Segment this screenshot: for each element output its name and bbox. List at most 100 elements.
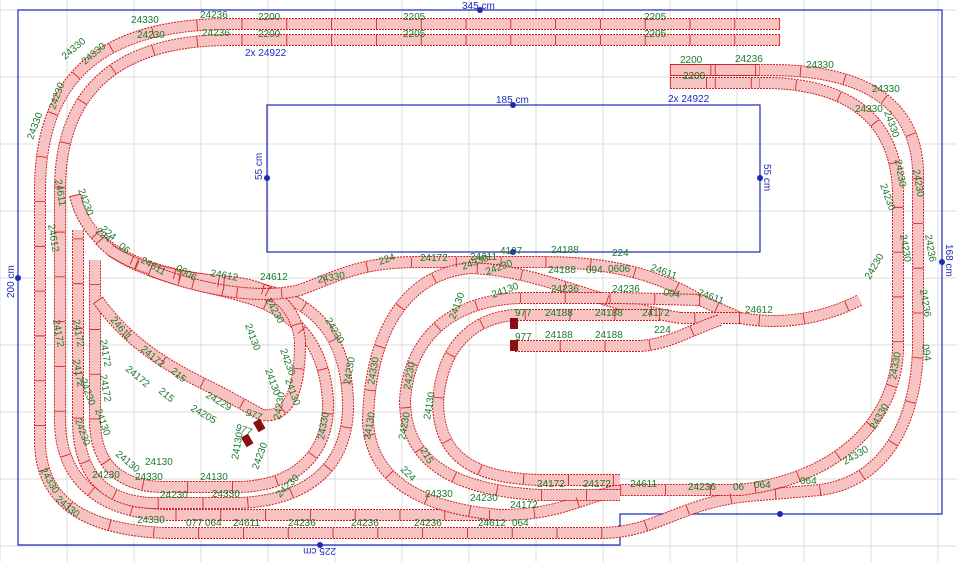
part-label-bottom[interactable]: 24230 (160, 490, 188, 501)
part-label-center_right[interactable]: 24130 (362, 411, 378, 441)
part-label-bottom[interactable]: 24612 (478, 518, 506, 529)
part-label-center_right[interactable]: 24230 (397, 411, 413, 441)
track-layer[interactable] (34, 18, 924, 539)
part-label-bottom[interactable]: 24236 (351, 518, 379, 529)
part-label-right[interactable]: 24230 (897, 234, 913, 264)
part-label-center_right[interactable]: 24188 (595, 330, 623, 341)
part-label-bottom[interactable]: 24230 (92, 470, 120, 481)
part-label-bottom[interactable]: 24611 (233, 518, 261, 529)
part-label-bottom[interactable]: 24130 (145, 457, 173, 468)
part-label-bottom[interactable]: 24172 (510, 500, 538, 511)
part-label-center_left[interactable]: 24230 (342, 356, 358, 386)
part-label-left[interactable]: 24172 (97, 339, 113, 369)
part-label-center_left[interactable]: 215 (156, 386, 176, 405)
part-label-bottom[interactable]: 06 (733, 482, 745, 493)
part-label-center_left[interactable]: 24612 (209, 268, 239, 284)
part-label-center_right[interactable]: 224 (654, 325, 671, 336)
part-label-top_right[interactable]: 24330 (872, 84, 900, 95)
part-label-center_right[interactable]: 24330 (366, 356, 382, 386)
part-label-center_left[interactable]: 24230 (250, 441, 270, 471)
part-label-bottom[interactable]: 064 (512, 518, 529, 529)
part-label-center_left[interactable]: 24205 (189, 403, 219, 427)
part-label-top[interactable]: 24230 (137, 30, 165, 41)
handle-bottom[interactable] (317, 542, 323, 548)
part-label-left[interactable]: 24172 (70, 359, 86, 389)
handle-inner-bottom[interactable] (510, 249, 516, 255)
part-label-bottom[interactable]: 24236 (288, 518, 316, 529)
part-label-center_right[interactable]: 24188 (551, 245, 579, 256)
track-crossover[interactable] (148, 257, 863, 326)
part-label-right[interactable]: 24236 (922, 234, 938, 264)
track-inner-right-loop-c[interactable] (432, 310, 660, 485)
part-label-center_right[interactable]: 094 (662, 287, 681, 301)
part-label-bottom[interactable]: 064 (800, 476, 817, 487)
part-label-left[interactable]: 24330 (37, 466, 61, 496)
part-label-center_right[interactable]: 24130 (422, 391, 438, 421)
part-label-top[interactable]: 2200 (258, 12, 281, 23)
part-label-center_right[interactable]: 224 (612, 248, 629, 259)
part-label-bottom[interactable]: 064 (205, 518, 222, 529)
part-label-bottom[interactable]: 24172 (537, 479, 565, 490)
part-label-center_right[interactable]: 24611 (470, 252, 498, 263)
part-label-right[interactable]: 24236 (917, 289, 933, 319)
part-label-center_right[interactable]: 24188 (548, 265, 576, 276)
part-label-bottom[interactable]: 24611 (630, 479, 658, 490)
part-label-center_right[interactable]: 24188 (545, 330, 573, 341)
part-label-right[interactable]: 24230 (910, 169, 926, 199)
part-label-center_right[interactable]: 977 (515, 308, 532, 319)
part-label-bottom[interactable]: 24236 (688, 482, 716, 493)
part-label-center_left[interactable]: 24612 (260, 272, 288, 283)
part-label-center_right[interactable]: 977 (515, 332, 532, 343)
part-label-left[interactable]: 24172 (50, 319, 66, 349)
part-label-center_left[interactable]: 24230 (272, 391, 288, 421)
handle-left[interactable] (15, 275, 21, 281)
part-label-center_left[interactable]: 24330 (316, 411, 332, 441)
part-label-bottom[interactable]: 064 (754, 480, 771, 491)
part-label-bottom[interactable]: 24236 (414, 518, 442, 529)
part-label-center_right[interactable]: 24172 (642, 308, 670, 319)
handle-top[interactable] (477, 7, 483, 13)
part-label-left[interactable]: 24611 (52, 179, 68, 208)
part-label-top_right[interactable]: 24330 (806, 60, 834, 71)
handle-step-right[interactable] (777, 511, 783, 517)
part-label-center_right[interactable]: 24172 (420, 253, 448, 264)
part-label-top_right[interactable]: 24236 (735, 54, 763, 65)
handle-inner-right[interactable] (757, 175, 763, 181)
part-label-bottom[interactable]: 077 (186, 518, 203, 529)
part-label-left[interactable]: 24172 (97, 374, 113, 404)
part-label-bottom[interactable]: 24172 (583, 479, 611, 490)
part-label-top_right[interactable]: 2200 (683, 71, 706, 82)
part-label-center_right[interactable]: 24188 (595, 308, 623, 319)
part-label-bottom[interactable]: 24330 (425, 489, 453, 500)
part-label-top[interactable]: 2205 (403, 12, 426, 23)
part-label-top[interactable]: 2205 (644, 29, 667, 40)
part-label-center_left[interactable]: 24130 (230, 431, 246, 461)
part-label-center_right[interactable]: 24612 (745, 305, 773, 316)
part-label-bottom[interactable]: 24230 (470, 493, 498, 504)
part-label-top[interactable]: 24330 (131, 15, 159, 26)
part-label-bottom[interactable]: 24330 (212, 489, 240, 500)
part-label-bottom[interactable]: 24330 (137, 515, 165, 526)
part-label-center_right[interactable]: 0606 (608, 264, 631, 275)
part-label-center_right[interactable]: 24230 (402, 361, 418, 391)
handle-inner-left[interactable] (264, 175, 270, 181)
part-label-center_right[interactable]: 24236 (551, 284, 579, 295)
part-label-center_right[interactable]: 4107 (500, 246, 523, 257)
part-label-top[interactable]: 24236 (202, 28, 230, 39)
part-label-top[interactable]: 2205 (403, 29, 426, 40)
part-label-center_left[interactable]: 24330 (317, 270, 347, 286)
part-label-bottom[interactable]: 24330 (135, 472, 163, 483)
part-label-right[interactable]: 24330 (888, 351, 904, 381)
part-label-left[interactable]: 24612 (45, 224, 61, 254)
track-siding[interactable] (515, 315, 722, 351)
part-label-top_right[interactable]: 24330 (855, 104, 883, 115)
part-label-center_left[interactable]: 24130 (242, 322, 262, 352)
part-label-left[interactable]: 24172 (70, 319, 86, 349)
track-inner-right-loop-b[interactable] (399, 293, 701, 500)
track-second-loop[interactable] (55, 35, 903, 520)
part-label-center_right[interactable]: 24188 (545, 308, 573, 319)
part-label-bottom[interactable]: 24130 (200, 472, 228, 483)
part-label-top_right[interactable]: 2200 (680, 55, 703, 66)
